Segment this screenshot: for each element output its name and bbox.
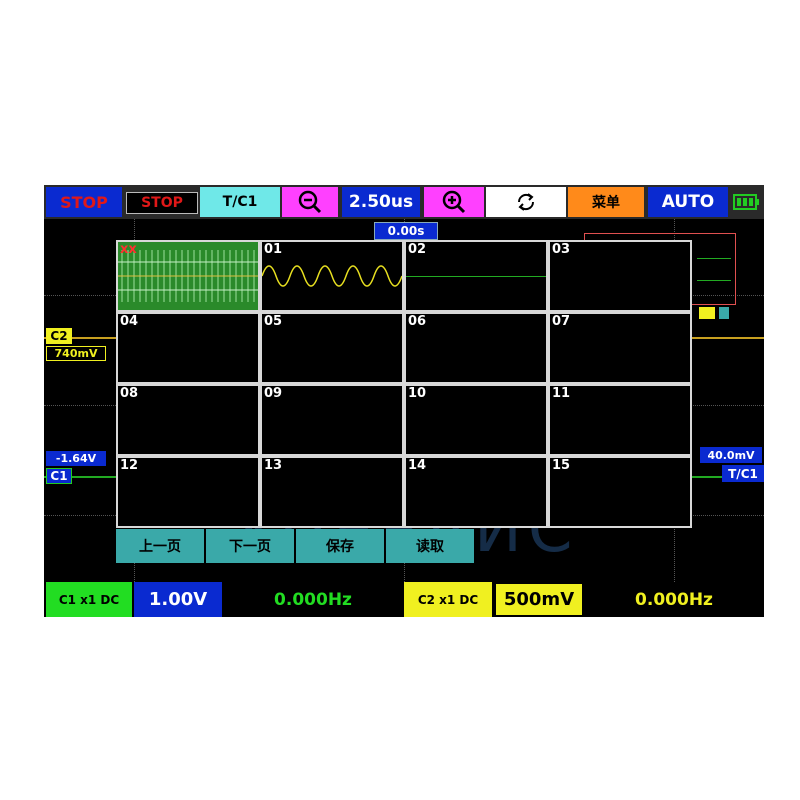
slot-number: 03 [552, 242, 571, 257]
save-button[interactable]: 保存 [296, 529, 384, 563]
slot-number: 02 [408, 242, 427, 257]
storage-slot[interactable]: 11 [548, 384, 692, 456]
waveform-thumbnail [262, 265, 402, 287]
slot-number: 06 [408, 314, 427, 329]
slot-number: 13 [264, 458, 283, 473]
oscilloscope-screen: STOP STOP T/C1 2.50us [44, 185, 764, 617]
storage-slot[interactable]: xx [116, 240, 260, 312]
ch1-indicator [719, 307, 729, 319]
trigger-position-readout: 0.00s [374, 222, 438, 240]
zoom-out-icon [298, 190, 322, 214]
timebase-display[interactable]: 2.50us [342, 187, 420, 217]
ch1-offset-label: -1.64V [46, 451, 106, 466]
slot-number: 10 [408, 386, 427, 401]
ch1-scale[interactable]: 1.00V [134, 582, 222, 617]
slot-number: 11 [552, 386, 571, 401]
storage-slot[interactable]: 12 [116, 456, 260, 528]
storage-slot[interactable]: 03 [548, 240, 692, 312]
storage-slot[interactable]: 13 [260, 456, 404, 528]
trigger-level-label: 40.0mV [700, 447, 762, 463]
slot-number: 09 [264, 386, 283, 401]
trigger-source-button[interactable]: T/C1 [200, 187, 280, 217]
storage-slot[interactable]: 09 [260, 384, 404, 456]
waveform-thumbnail [118, 242, 258, 310]
ch2-indicator [699, 307, 715, 319]
zoom-in-button[interactable] [424, 187, 484, 217]
slot-number: 15 [552, 458, 571, 473]
bottom-status-bar: C1 x1 DC 1.00V 0.000Hz C2 x1 DC 500mV 0.… [44, 582, 764, 617]
slot-number: 01 [264, 242, 283, 257]
waveform-storage-grid: xx 01 02 03 04 05 06 07 08 09 10 11 12 1… [116, 240, 693, 528]
storage-slot[interactable]: 10 [404, 384, 548, 456]
stop-button[interactable]: STOP [126, 192, 198, 214]
storage-slot[interactable]: 08 [116, 384, 260, 456]
prev-page-button[interactable]: 上一页 [116, 529, 204, 563]
ch2-coupling-label[interactable]: C2 x1 DC [404, 582, 492, 617]
storage-slot[interactable]: 15 [548, 456, 692, 528]
slot-number: 08 [120, 386, 139, 401]
top-toolbar: STOP STOP T/C1 2.50us [44, 185, 764, 219]
storage-slot[interactable]: 02 [404, 240, 548, 312]
ch2-frequency: 0.000Hz [586, 582, 762, 617]
slot-number: 12 [120, 458, 139, 473]
ch2-marker[interactable]: C2 [46, 328, 72, 344]
slot-number: 14 [408, 458, 427, 473]
load-button[interactable]: 读取 [386, 529, 474, 563]
storage-slot[interactable]: 07 [548, 312, 692, 384]
slot-number: 05 [264, 314, 283, 329]
run-state-indicator[interactable]: STOP [46, 187, 122, 217]
ch1-marker[interactable]: C1 [46, 468, 72, 484]
storage-slot[interactable]: 01 [260, 240, 404, 312]
storage-slot[interactable]: 14 [404, 456, 548, 528]
ch2-offset-label: 740mV [46, 346, 106, 361]
trigger-level-marker[interactable]: T/C1 [722, 465, 764, 482]
ch1-frequency: 0.000Hz [224, 582, 402, 617]
battery-indicator [732, 187, 762, 217]
zoom-in-icon [442, 190, 466, 214]
storage-slot[interactable]: 06 [404, 312, 548, 384]
slot-number: 04 [120, 314, 139, 329]
auto-button[interactable]: AUTO [648, 187, 728, 217]
ch2-scale[interactable]: 500mV [494, 582, 584, 617]
next-page-button[interactable]: 下一页 [206, 529, 294, 563]
battery-icon [733, 194, 759, 210]
slot-number: 07 [552, 314, 571, 329]
zoom-out-button[interactable] [282, 187, 338, 217]
storage-slot[interactable]: 05 [260, 312, 404, 384]
refresh-button[interactable] [486, 187, 566, 217]
refresh-icon [517, 193, 535, 211]
storage-slot[interactable]: 04 [116, 312, 260, 384]
slot-number: xx [120, 242, 137, 257]
ch1-coupling-label[interactable]: C1 x1 DC [46, 582, 132, 617]
menu-button[interactable]: 菜单 [568, 187, 644, 217]
